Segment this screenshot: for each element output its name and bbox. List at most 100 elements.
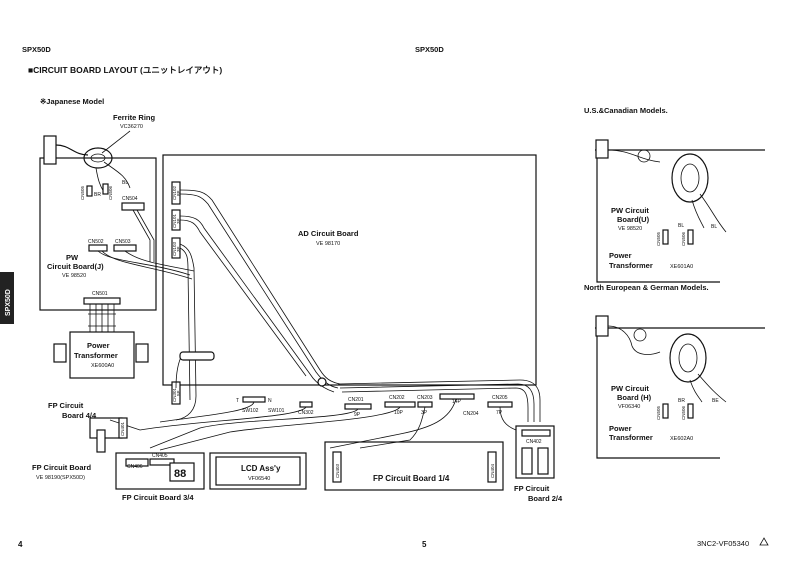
- pw-board-code: VE 98520: [62, 273, 86, 279]
- cn102-connector: [171, 181, 181, 205]
- eu-ferrite-ring: [669, 333, 707, 383]
- bundle-tie: [317, 377, 327, 387]
- cn403-label: CN403: [335, 463, 340, 478]
- cn404-connector: [487, 451, 497, 483]
- cn504-connector: [121, 202, 145, 211]
- fp-circuit-board-4-4: [89, 417, 123, 439]
- cn102-label: CN102: [172, 185, 177, 200]
- lcd-label: LCD Ass'y: [241, 464, 281, 473]
- jack-left: [521, 447, 533, 475]
- fp-board-label: FP Circuit Board: [32, 463, 91, 472]
- cn402-label: CN402: [526, 439, 542, 445]
- ad-circuit-board: [162, 154, 537, 386]
- cn202-connector: [384, 401, 416, 408]
- sw-t: T: [236, 398, 239, 404]
- eu-screw-icon: [633, 328, 647, 342]
- fp24-line2: Board 2/4: [528, 494, 563, 503]
- cn504-label: CN504: [122, 196, 138, 202]
- eu-pw-line1: PW Circuit: [611, 384, 649, 393]
- cn103-label: CN103: [172, 241, 177, 256]
- section-title: ■CIRCUIT BOARD LAYOUT (ユニットレイアウト): [28, 65, 222, 75]
- cn101-label: CN101: [172, 213, 177, 228]
- cn402-connector: [521, 429, 551, 437]
- cn103-pins: 3P: [176, 246, 181, 252]
- eu-wire-be: BE: [712, 398, 719, 404]
- eu-pw-board-outline: [596, 328, 720, 459]
- power-tf-line2: Transformer: [74, 351, 118, 360]
- cn205-connector: [487, 401, 513, 408]
- cn405-label: CN405: [152, 453, 168, 459]
- fp-circuit-board-3-4: [115, 452, 205, 490]
- us-pw-line2: Board(U): [617, 215, 650, 224]
- fp44-line1: FP Circuit: [48, 401, 84, 410]
- cn505-label: CN505: [80, 185, 85, 200]
- side-tab: [0, 272, 14, 324]
- pw-board-line1: PW: [66, 253, 79, 262]
- us-screw-icon: [637, 149, 651, 163]
- us-tf-code: XE601A0: [670, 264, 693, 270]
- us-wire-bl2: BL: [711, 224, 717, 230]
- ac-inlet: [43, 135, 57, 165]
- transformer-mount-left: [53, 343, 67, 363]
- lcd-code: VF06540: [248, 476, 270, 482]
- sw-connector: [242, 396, 266, 403]
- eu-cn505-connector: [662, 403, 669, 419]
- cable-clamp: [179, 351, 215, 361]
- ad-board-label: AD Circuit Board: [298, 229, 359, 238]
- model-left: SPX50D: [22, 45, 51, 54]
- eu-tf-line2: Transformer: [609, 433, 653, 442]
- us-cn506-label: CN506: [681, 231, 686, 246]
- cn201-label: CN201: [348, 397, 364, 403]
- cn502-connector: [88, 244, 108, 252]
- cn506-label: CN506: [108, 185, 113, 200]
- doc-code: 3NC2-VF05340: [697, 539, 749, 548]
- fp-circuit-board-2-4: [515, 425, 555, 479]
- cn101-pins: 3P: [176, 218, 181, 224]
- cn102-pins: 8P: [176, 190, 181, 196]
- eu-pw-line2: Board (H): [617, 393, 652, 402]
- fp14-label: FP Circuit Board 1/4: [373, 474, 450, 483]
- cn506-connector: [102, 183, 109, 195]
- cn502-label: CN502: [88, 239, 104, 245]
- eu-cn505-label: CN505: [656, 405, 661, 420]
- eu-tf-code: XE602A0: [670, 436, 693, 442]
- cn505-connector: [86, 185, 93, 197]
- eu-wire-br: BR: [678, 398, 685, 404]
- fp-board-code: VE 98190(SPX50D): [36, 475, 85, 481]
- us-title: U.S.&Canadian Models.: [584, 106, 668, 115]
- cn401-label: CN401: [120, 421, 125, 436]
- page-number-left: 4: [18, 540, 23, 549]
- page-number-right: 5: [422, 540, 427, 549]
- ad-board-code: VE 98170: [316, 241, 340, 247]
- sw-n: N: [268, 398, 272, 404]
- transformer-mount-right: [135, 343, 149, 363]
- model-right: SPX50D: [415, 45, 444, 54]
- seven-segment-display: [169, 462, 195, 482]
- cn201-connector: [344, 403, 372, 410]
- power-tf-line1: Power: [87, 341, 110, 350]
- pw-circuit-board-j: [39, 157, 157, 311]
- us-cn505-label: CN505: [656, 231, 661, 246]
- fp24-line1: FP Circuit: [514, 484, 550, 493]
- cn503-connector: [113, 244, 137, 252]
- cn203-connector: [417, 401, 433, 408]
- cn203-label: CN203: [417, 395, 433, 401]
- power-switch: [96, 429, 106, 453]
- us-cn505-connector: [662, 229, 669, 245]
- cn201-pins: 9P: [354, 412, 361, 418]
- cn501-connector: [83, 297, 121, 305]
- cn203-pins: 3P: [421, 410, 428, 416]
- cn302-connector: [299, 401, 313, 408]
- cn301-pins: 5P: [176, 390, 181, 396]
- us-wire-bl1: BL: [678, 223, 684, 229]
- caution-triangle-icon: [759, 537, 769, 546]
- cn202-pins: 10P: [394, 410, 404, 416]
- ferrite-ring: [83, 147, 113, 169]
- cn204-connector: [439, 393, 475, 400]
- cn302-label: CN302: [298, 410, 314, 416]
- sw101-label: SW101: [268, 408, 285, 414]
- sw102-label: SW102: [242, 408, 259, 414]
- power-tf-code: XE600A0: [91, 363, 114, 369]
- ferrite-leader: [101, 130, 131, 154]
